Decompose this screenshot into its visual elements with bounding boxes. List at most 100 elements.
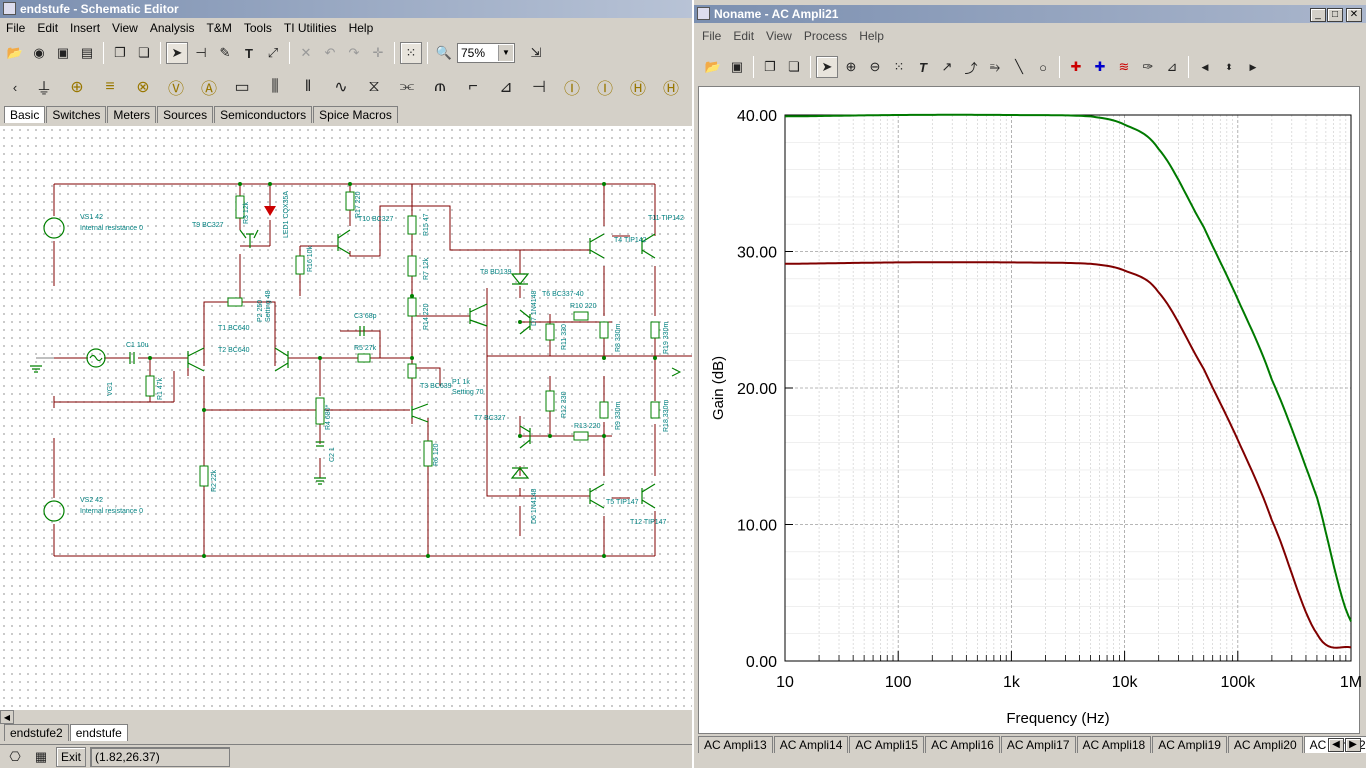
menu-item-1[interactable]: Edit xyxy=(37,21,59,35)
palette-tab[interactable]: Basic xyxy=(4,106,46,123)
text-icon[interactable]: T xyxy=(919,59,927,75)
diagram-tab[interactable]: AC Ampli20 xyxy=(1227,736,1303,753)
cursor-a-icon[interactable]: ✚ xyxy=(1070,59,1082,74)
menu-item-3[interactable]: View xyxy=(112,21,138,35)
capacitor-v-icon[interactable]: ⫼ xyxy=(271,78,279,95)
diagram-tab[interactable]: AC Ampli13 xyxy=(698,736,773,753)
left-horizontal-scrollbar[interactable]: ◀ xyxy=(0,709,692,724)
menu-item-0[interactable]: File xyxy=(702,29,722,43)
grid-icon[interactable]: ⁙ xyxy=(400,42,422,64)
open-file-icon[interactable]: ▤ xyxy=(80,45,94,60)
diagram-tab[interactable]: AC Ampli18 xyxy=(1076,736,1152,753)
palette-tab[interactable]: Sources xyxy=(157,106,214,123)
slope-icon[interactable]: ⊿ xyxy=(1166,59,1178,74)
minimize-icon[interactable]: _ xyxy=(1310,8,1326,22)
diagram-icon[interactable]: ▦ xyxy=(34,748,48,764)
palette-tab[interactable]: Spice Macros xyxy=(313,106,398,123)
menu-item-6[interactable]: Tools xyxy=(243,21,272,35)
sheet-tab[interactable]: endstufe xyxy=(69,724,128,741)
diode-icon[interactable]: ⊣ xyxy=(532,79,546,96)
scroll-left-icon[interactable]: ◀ xyxy=(0,710,14,724)
potentiometer-icon[interactable]: ⊿ xyxy=(499,79,513,96)
palette-tab[interactable]: Semiconductors xyxy=(214,106,313,123)
text-icon[interactable]: T xyxy=(245,45,253,61)
junction-icon[interactable]: ✛ xyxy=(372,45,384,60)
relay-icon[interactable]: ⫘ xyxy=(399,78,415,95)
pointer-icon[interactable]: ➤ xyxy=(166,42,188,64)
diagram-tab[interactable]: AC Ampli14 xyxy=(773,736,849,753)
tab-scroll-right-icon[interactable]: ▶ xyxy=(1345,738,1361,752)
pointer-icon[interactable]: ➤ xyxy=(816,56,838,78)
diagram-tab[interactable]: AC Ampli15 xyxy=(849,736,925,753)
circle-icon[interactable]: ○ xyxy=(1039,59,1047,75)
capacitor-icon[interactable]: ‖ xyxy=(304,78,312,95)
grid-dots-icon[interactable]: ⁙ xyxy=(893,59,905,74)
diagram-tab[interactable]: AC Ampli16 xyxy=(925,736,1000,753)
voltmeter-icon[interactable]: ⊗ xyxy=(136,79,150,96)
curve-tool-icon[interactable]: ⤴ xyxy=(964,60,978,76)
open-folder-icon[interactable]: 📂 xyxy=(6,45,24,60)
palette-tab[interactable]: Meters xyxy=(107,106,157,123)
save-icon[interactable]: ▣ xyxy=(56,45,70,60)
voltage-source-icon[interactable]: ⊕ xyxy=(70,79,84,96)
wire-icon[interactable]: ⊣ xyxy=(195,45,207,60)
inductor-icon[interactable]: ∿ xyxy=(334,79,348,96)
menu-item-5[interactable]: T&M xyxy=(206,21,232,35)
arrow-tool-icon[interactable]: ↗ xyxy=(941,59,953,74)
coupled-icon[interactable]: ⫙ xyxy=(434,78,446,95)
ground-icon[interactable]: ⏚ xyxy=(35,81,52,98)
copy-icon[interactable]: ❐ xyxy=(114,45,126,60)
paste-icon[interactable]: ❏ xyxy=(788,59,800,74)
battery-icon[interactable]: ≡ xyxy=(105,78,115,95)
probe-icon[interactable]: ✑ xyxy=(1142,59,1154,74)
redo-icon[interactable]: ↷ xyxy=(348,45,360,60)
ammeter-icon[interactable]: Ⓐ xyxy=(200,81,217,98)
tab-scroll-left-icon[interactable]: ◀ xyxy=(1328,738,1344,752)
menu-item-4[interactable]: Analysis xyxy=(149,21,195,35)
nav-updown-icon[interactable]: ⬍ xyxy=(1225,61,1233,72)
undo-icon[interactable]: ↶ xyxy=(324,45,336,60)
menu-item-2[interactable]: Insert xyxy=(70,21,101,35)
hs-icon[interactable]: Ⓗ xyxy=(629,81,646,98)
probe-icon[interactable]: ⤢ xyxy=(267,45,279,60)
diagram-tab[interactable]: AC Ampli17 xyxy=(1000,736,1076,753)
zoom-select[interactable]: 75% xyxy=(457,43,515,63)
hs2-icon[interactable]: Ⓗ xyxy=(662,81,679,98)
schematic-canvas[interactable]: VS1 42 Internal resistance 0 VS2 42 Inte… xyxy=(0,126,692,709)
copy-icon[interactable]: ❐ xyxy=(764,59,776,74)
palette-scroll-left-icon[interactable]: ‹ xyxy=(12,79,18,95)
open-folder-icon[interactable]: 📂 xyxy=(704,59,722,74)
exit-button[interactable]: Exit xyxy=(56,746,87,767)
zoom-in-icon[interactable]: ⊕ xyxy=(845,59,857,74)
analysis-icon[interactable]: ⎔ xyxy=(9,748,21,764)
switch-icon[interactable]: ⌐ xyxy=(468,78,478,95)
menu-item-3[interactable]: Process xyxy=(803,29,848,43)
ic-icon[interactable]: Ⓘ xyxy=(563,81,580,98)
paste-icon[interactable]: ❏ xyxy=(138,45,150,60)
menu-item-4[interactable]: Help xyxy=(859,29,884,43)
line-icon[interactable]: ╲ xyxy=(1015,59,1023,74)
menu-item-2[interactable]: View xyxy=(766,29,792,43)
globe-icon[interactable]: ◉ xyxy=(33,45,45,60)
annotate-icon[interactable]: ⥱ xyxy=(989,59,1001,74)
palette-tab[interactable]: Switches xyxy=(46,106,107,123)
ic2-icon[interactable]: Ⓘ xyxy=(596,81,613,98)
resistor-icon[interactable]: ▭ xyxy=(234,79,250,96)
menu-item-7[interactable]: TI Utilities xyxy=(283,21,337,35)
delete-icon[interactable]: ✕ xyxy=(300,45,312,60)
transformer-icon[interactable]: ⧖ xyxy=(368,78,380,95)
diagram-tab[interactable]: AC Ampli19 xyxy=(1152,736,1227,753)
save-icon[interactable]: ▣ xyxy=(730,59,744,74)
pen-icon[interactable]: ✎ xyxy=(219,45,231,60)
add-curve-icon[interactable]: ≋ xyxy=(1118,59,1130,74)
menu-item-8[interactable]: Help xyxy=(348,21,374,35)
zoom-icon[interactable]: 🔍 xyxy=(435,45,453,60)
close-icon[interactable]: ✕ xyxy=(1346,8,1362,22)
menu-item-1[interactable]: Edit xyxy=(733,29,755,43)
nav-left-icon[interactable]: ◀ xyxy=(1201,61,1209,72)
zoom-out-icon[interactable]: ⊖ xyxy=(869,59,881,74)
menu-item-0[interactable]: File xyxy=(6,21,26,35)
maximize-icon[interactable]: □ xyxy=(1327,8,1343,22)
nav-right-icon[interactable]: ▶ xyxy=(1249,61,1257,72)
netlist-icon[interactable]: ⇲ xyxy=(530,45,542,60)
